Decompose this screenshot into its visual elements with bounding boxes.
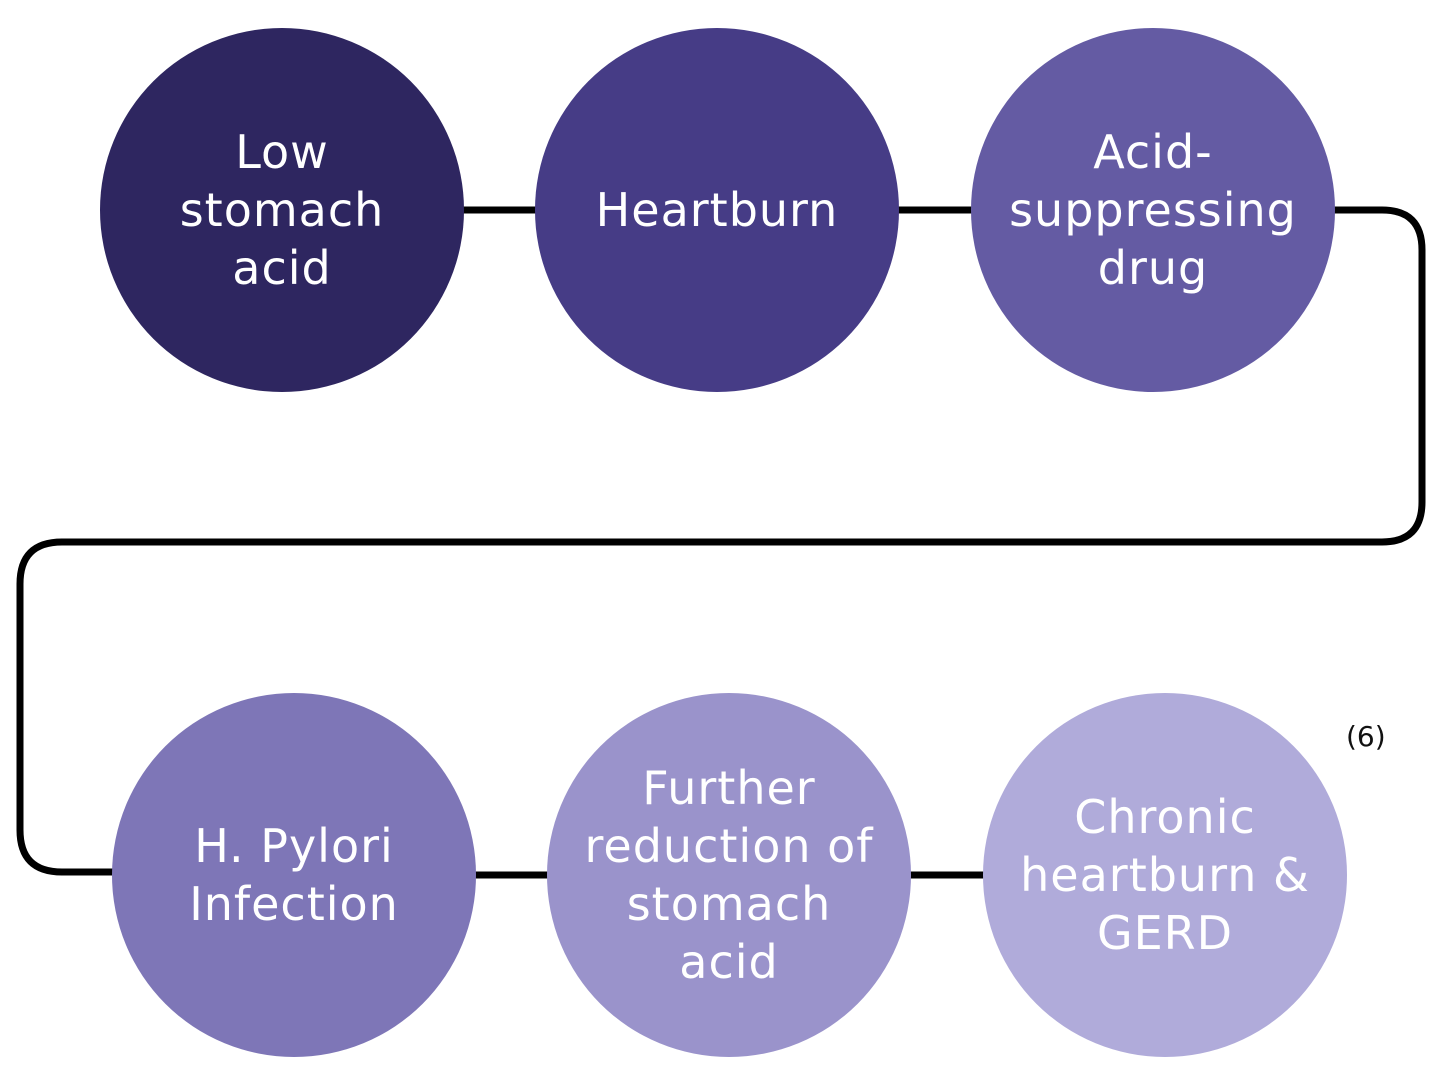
- reference-label: (6): [1346, 720, 1386, 753]
- connector-3-4: [16, 206, 1426, 876]
- node-circle: [100, 28, 464, 392]
- nodes: LowstomachacidHeartburnAcid-suppressingd…: [100, 28, 1347, 1057]
- node-circle: [983, 693, 1347, 1057]
- node-label-line: suppressing: [1009, 183, 1297, 237]
- node-label-line: drug: [1098, 241, 1208, 295]
- node-label-line: reduction of: [585, 819, 875, 873]
- connectors: [16, 206, 1426, 879]
- node-label-line: stomach: [627, 877, 832, 931]
- node-label-line: Chronic: [1074, 790, 1256, 844]
- node-label-line: acid: [679, 935, 778, 989]
- node-circle: [971, 28, 1335, 392]
- node-circle: [547, 693, 911, 1057]
- node-label-line: stomach: [180, 183, 385, 237]
- node-circle: [535, 28, 899, 392]
- node-label-line: heartburn &: [1020, 848, 1310, 902]
- node-label-line: Acid-: [1093, 125, 1213, 179]
- node-heartburn: Heartburn: [535, 28, 899, 392]
- node-label-line: Low: [235, 125, 329, 179]
- node-label-line: H. Pylori: [194, 819, 394, 873]
- node-label-line: GERD: [1097, 906, 1233, 960]
- node-label-line: Infection: [189, 877, 399, 931]
- node-label-line: acid: [232, 241, 331, 295]
- node-label-line: Heartburn: [596, 183, 839, 237]
- node-circle: [112, 693, 476, 1057]
- node-label-line: Further: [642, 761, 815, 815]
